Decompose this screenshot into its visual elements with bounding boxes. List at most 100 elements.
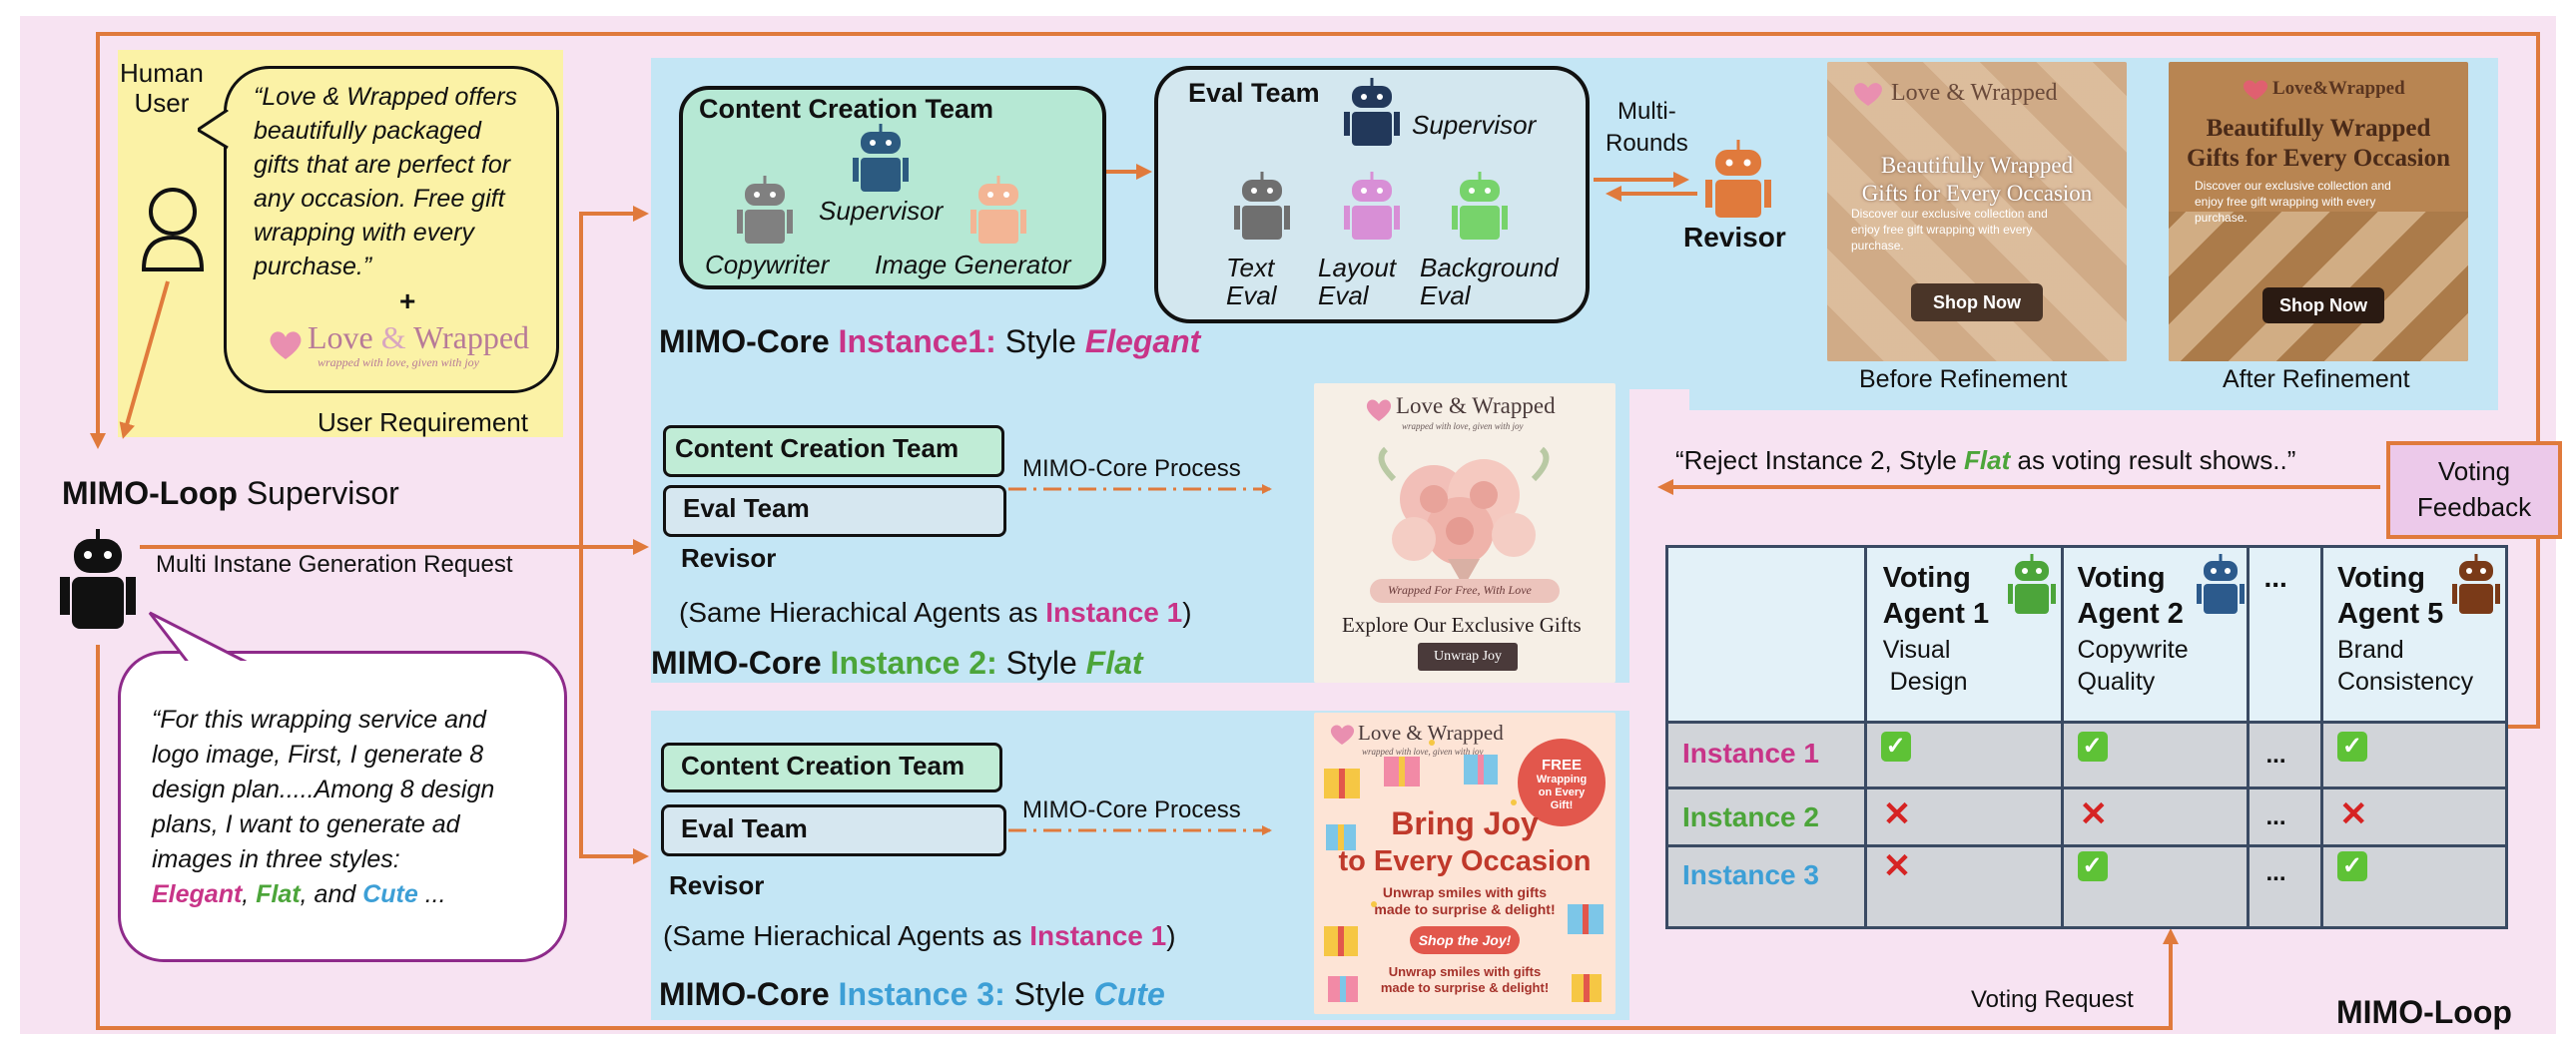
agent-ellipsis-header: ... — [2247, 545, 2323, 724]
copywriter-label: Copywriter — [705, 250, 830, 279]
agent-sub-line: Consistency — [2336, 668, 2474, 696]
cute-style-ad: Love & Wrapped wrapped with love, given … — [1314, 713, 1615, 1014]
ad-brand: Love&Wrapped — [2272, 78, 2405, 99]
caption-instance: Instance 3: — [838, 976, 1005, 1012]
love-wrapped-logo: Love & Wrapped wrapped with love, given … — [262, 317, 551, 373]
vote-cell: ... — [2247, 787, 2323, 847]
agent-sub-line: Quality — [2077, 668, 2156, 696]
agent-title-line: Agent 1 — [1882, 598, 1990, 630]
ad-headline: Beautifully Wrapped Gifts for Every Occa… — [1827, 152, 2127, 208]
vote-ellipsis: ... — [2265, 859, 2286, 886]
style-sep: , and — [300, 880, 363, 908]
supervisor-speech-bubble — [118, 651, 567, 962]
after-refinement-ad: Love&Wrapped Beautifully Wrapped Gifts f… — [2169, 62, 2468, 361]
cross-icon: ✕ — [1882, 795, 1912, 833]
caption-style-name: Elegant — [1084, 323, 1201, 359]
speech-line: design plan.....Among 8 design — [152, 776, 495, 803]
row-label-cell: Instance 3 — [1665, 844, 1867, 929]
supervisor-title-rest: Supervisor — [237, 475, 399, 511]
ad-brand: Love & Wrapped — [1396, 393, 1556, 418]
gift-box-icons — [1324, 740, 1604, 1002]
agent-sub-line: Brand — [2336, 636, 2404, 664]
ad-body: Discover our exclusive collection and en… — [2195, 178, 2450, 226]
same-post: ) — [1182, 597, 1192, 628]
flower-bouquet-icon — [1378, 446, 1550, 587]
ad-sub-line: made to surprise & delight! — [1374, 901, 1556, 917]
instance2-eval-team-label: Eval Team — [683, 493, 810, 523]
ad-headline: Beautifully Wrapped Gifts for Every Occa… — [2169, 114, 2468, 174]
voting-feedback-line: Voting — [2437, 456, 2511, 486]
heart-logo-icon — [1330, 725, 1355, 745]
instance2-revisor-label: Revisor — [681, 543, 777, 573]
agent-sub-line: Copywrite — [2077, 636, 2189, 664]
copywriter-robot-icon — [737, 176, 793, 244]
agent-title-line: Voting — [2077, 562, 2166, 594]
quote-line: any occasion. Free gift — [254, 185, 505, 213]
vote-cell: ✓ — [1863, 721, 2064, 789]
supervisor-robot-icon-cc — [853, 124, 909, 192]
instance1-caption: MIMO-Core Instance1: Style Elegant — [659, 323, 1200, 360]
voting-agent1-robot-icon — [2007, 554, 2056, 614]
corner-cell — [1665, 545, 1867, 724]
layout-eval-label: Layout Eval — [1318, 254, 1396, 309]
ad-headline-line: Gifts for Every Occasion — [1861, 181, 2093, 206]
revisor-label: Revisor — [1683, 222, 1786, 253]
speech-line: “For this wrapping service and — [152, 706, 486, 734]
agent-ellipsis: ... — [2263, 562, 2287, 593]
agent-sub-line: Visual — [1882, 636, 1951, 664]
caption-instance: Instance 2: — [830, 645, 997, 681]
instance2-cc-team — [663, 425, 1004, 477]
instance3-process-label: MIMO-Core Process — [1022, 796, 1241, 823]
same-pre: (Same Hierachical Agents as — [679, 597, 1046, 628]
ad-tagline: wrapped with love, given with joy — [1362, 747, 1484, 757]
quote-line: gifts that are perfect for — [254, 151, 511, 179]
agent-title-line: Agent 5 — [2336, 598, 2444, 630]
human-label-line1: Human — [120, 58, 204, 88]
ad-body-line: enjoy free gift wrapping with every — [1851, 223, 2033, 237]
row-label-cell: Instance 2 — [1665, 787, 1867, 847]
same-pre: (Same Hierachical Agents as — [663, 920, 1030, 951]
user-requirement-caption: User Requirement — [318, 407, 528, 437]
after-refinement-label: After Refinement — [2223, 365, 2410, 393]
voting-request-label: Voting Request — [1971, 986, 2134, 1013]
cross-icon: ✕ — [2338, 795, 2368, 833]
shop-now-button: Shop Now — [1911, 283, 2043, 321]
ad-footer-line: made to surprise & delight! — [1380, 980, 1550, 995]
ad-body-line: purchase. — [2195, 211, 2248, 225]
eval-supervisor-label: Supervisor — [1412, 110, 1537, 140]
background-eval-robot-icon — [1452, 172, 1508, 240]
badge-line: Wrapping — [1536, 774, 1588, 786]
reject-post: as voting result shows..” — [2010, 445, 2296, 475]
shop-now-button: Shop Now — [2262, 287, 2384, 323]
speech-line: plans, I want to generate ad — [152, 810, 460, 838]
check-icon: ✓ — [1880, 732, 1911, 762]
vote-cell: ... — [2247, 844, 2323, 929]
ad-headline: Bring Joy to Every Occasion — [1314, 804, 1615, 880]
same-inst: Instance 1 — [1045, 597, 1183, 628]
ribbon-text: Wrapped For Free, With Love — [1388, 583, 1532, 597]
check-icon: ✓ — [2336, 732, 2367, 762]
style-cute: Cute — [362, 880, 418, 908]
vote-cell: ... — [2247, 721, 2323, 789]
plus-sign: + — [399, 285, 416, 316]
eval-team-title: Eval Team — [1188, 78, 1320, 108]
row-label: Instance 3 — [1682, 859, 1819, 890]
vote-cell: ✕ — [2060, 787, 2251, 847]
instance3-cc-team-label: Content Creation Team — [681, 751, 966, 781]
quote-line: “Love & Wrapped offers — [254, 83, 518, 111]
text-eval-line: Eval — [1226, 280, 1277, 310]
instance3-cc-team — [661, 743, 1002, 792]
revisor-robot-icon — [1705, 140, 1771, 218]
background-eval-line: Eval — [1420, 280, 1471, 310]
speech-styles-line: Elegant, Flat, and Cute ... — [152, 877, 551, 912]
image-generator-robot-icon — [970, 176, 1026, 244]
ad-sub: Unwrap smiles with gifts made to surpris… — [1314, 884, 1615, 918]
supervisor-speech-text: “For this wrapping service and logo imag… — [152, 703, 551, 912]
supervisor-title-bold: MIMO-Loop — [62, 475, 238, 511]
